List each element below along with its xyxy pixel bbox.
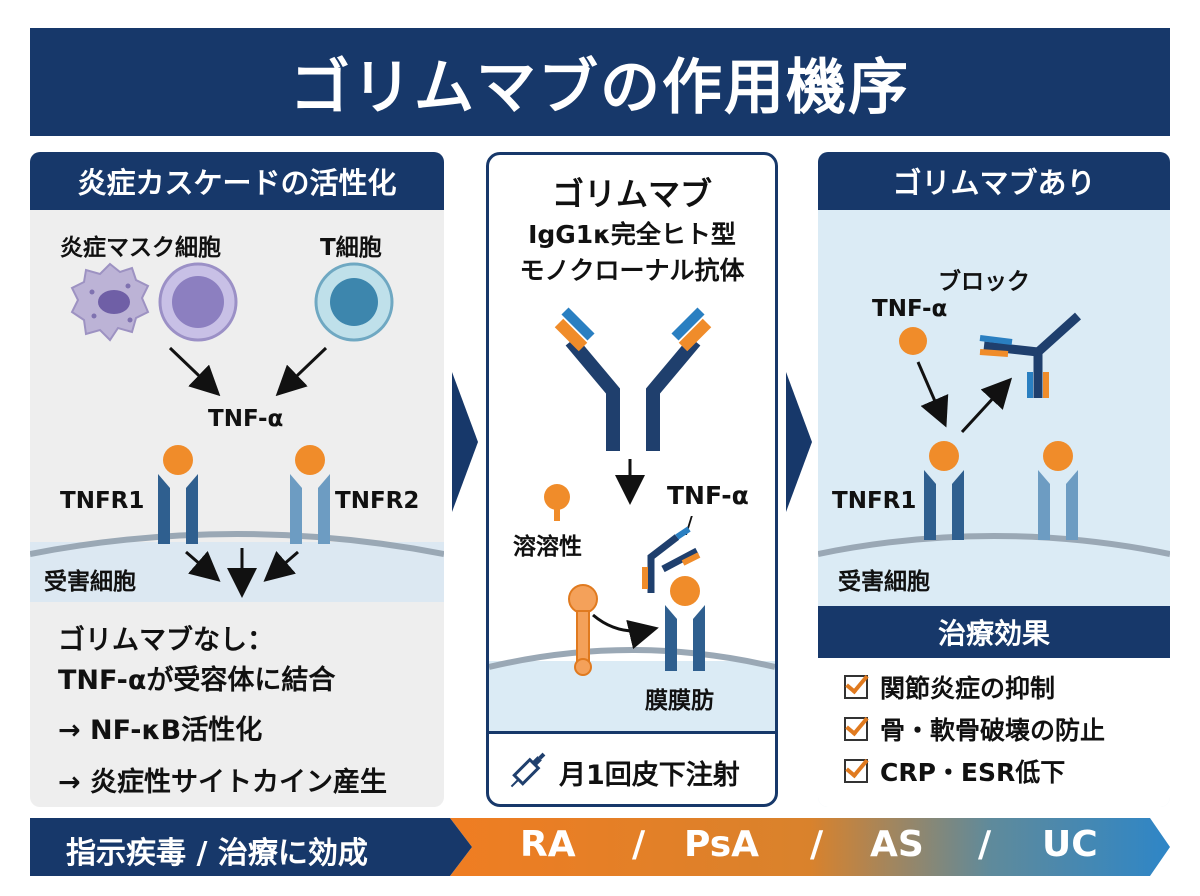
tnf-alpha-label: TNF-α bbox=[667, 481, 749, 510]
tnfr1-receptor-icon bbox=[924, 441, 964, 540]
tnf-binding-text: TNF-αが受容体に結合 bbox=[58, 665, 336, 696]
disease-as: AS bbox=[870, 824, 924, 865]
tnf-alpha-label: TNF-α bbox=[872, 296, 948, 322]
injection-label: 月1回皮下注射 bbox=[559, 760, 740, 791]
disease-ra: RA bbox=[520, 824, 576, 865]
antibody-icon bbox=[554, 307, 712, 451]
curved-arrow-icon bbox=[592, 613, 659, 650]
separator: / bbox=[978, 824, 992, 865]
mast-cell-label: 炎症マスク細胞 bbox=[60, 235, 221, 261]
without-golimumab-text: ゴリムマブなし： bbox=[58, 625, 274, 656]
effects-list-bg bbox=[818, 658, 1170, 807]
antibody-type-line1: IgG1κ完全ヒト型 bbox=[528, 220, 736, 249]
right-panel-header: ゴリムマブあり bbox=[818, 152, 1170, 210]
down-arrow-icon bbox=[615, 459, 645, 505]
disease-psa: PsA bbox=[684, 824, 760, 865]
soluble-tnf-icon bbox=[544, 484, 570, 521]
cytokine-text: → 炎症性サイトカイン産生 bbox=[58, 767, 388, 798]
target-cell-area bbox=[818, 542, 1170, 604]
flow-arrow-icon bbox=[786, 372, 812, 512]
tnfr1-receptor-icon bbox=[158, 445, 198, 544]
disease-uc: UC bbox=[1042, 824, 1098, 865]
golimumab-panel: ゴリムマブ IgG1κ完全ヒト型 モノクローナル抗体 溶溶性 TNF-α / bbox=[486, 152, 778, 807]
tnfr2-receptor-icon bbox=[290, 445, 330, 544]
nfkb-text: → NF-κB活性化 bbox=[58, 715, 263, 746]
tnfr1-label: TNFR1 bbox=[832, 488, 917, 514]
bound-antibody-icon bbox=[642, 526, 701, 593]
arrows-icon bbox=[916, 361, 1013, 434]
page-title: ゴリムマブの作用機序 bbox=[290, 52, 910, 123]
checkbox-icon bbox=[844, 717, 868, 741]
syringe-icon bbox=[510, 752, 546, 788]
effect-text: 骨・軟骨破壊の防止 bbox=[880, 716, 1106, 745]
left-panel-header: 炎症カスケードの活性化 bbox=[30, 152, 444, 210]
signal-arrows-icon bbox=[185, 548, 299, 598]
free-tnf-icon bbox=[899, 327, 927, 355]
arrow-icon bbox=[168, 346, 328, 397]
antibody-type-line2: モノクローナル抗体 bbox=[519, 256, 745, 285]
t-cell-icon bbox=[314, 262, 394, 342]
tnf-alpha-label: TNF-α bbox=[208, 406, 284, 432]
immune-cell-icon bbox=[158, 262, 238, 342]
soluble-label: 溶溶性 bbox=[513, 534, 582, 560]
effect-item: 骨・軟骨破壊の防止 bbox=[844, 708, 1105, 750]
separator: / bbox=[810, 824, 824, 865]
tnfr2-label: TNFR2 bbox=[335, 488, 420, 514]
mast-cell-icon bbox=[70, 262, 150, 342]
separator: / bbox=[632, 824, 646, 865]
effects-list: 関節炎症の抑制 骨・軟骨破壊の防止 CRP・ESR低下 bbox=[844, 666, 1105, 792]
effect-item: 関節炎症の抑制 bbox=[844, 666, 1105, 708]
indications-footer bbox=[30, 818, 1170, 876]
inflammation-cascade-panel: 炎症カスケードの活性化 炎症マスク細胞 T細胞 TNF-α TNFR1 bbox=[30, 152, 444, 807]
indication-label: 指示疾毒 / 治療に効成 bbox=[66, 836, 368, 871]
tnfr2-receptor-icon bbox=[1038, 441, 1078, 540]
membrane-tnf-icon bbox=[568, 584, 598, 676]
slash-mark: / bbox=[685, 513, 693, 539]
tnfr1-label: TNFR1 bbox=[60, 488, 145, 514]
effect-text: CRP・ESR低下 bbox=[880, 758, 1066, 787]
left-membrane bbox=[30, 531, 444, 557]
target-cell-label: 受害細胞 bbox=[838, 569, 930, 595]
receptor-icon bbox=[665, 576, 705, 671]
with-golimumab-panel: ゴリムマブあり ブロック TNF-α TNFR1 受害細胞 治療効果 関節炎症の… bbox=[818, 152, 1170, 807]
title-banner: ゴリムマブの作用機序 bbox=[30, 28, 1170, 136]
blocking-antibody-icon bbox=[979, 312, 1082, 398]
block-label: ブロック bbox=[938, 269, 1030, 295]
checkbox-icon bbox=[844, 759, 868, 783]
t-cell-label: T細胞 bbox=[320, 235, 382, 261]
middle-membrane bbox=[489, 647, 775, 670]
membrane-label: 膜膜肪 bbox=[645, 688, 714, 714]
effects-header: 治療効果 bbox=[818, 606, 1170, 658]
right-membrane bbox=[818, 533, 1170, 557]
checkbox-icon bbox=[844, 675, 868, 699]
flow-arrow-icon bbox=[452, 372, 478, 512]
membrane-area bbox=[489, 661, 775, 731]
effect-text: 関節炎症の抑制 bbox=[880, 674, 1056, 703]
golimumab-title: ゴリムマブ bbox=[551, 175, 712, 213]
divider bbox=[489, 731, 775, 734]
effect-item: CRP・ESR低下 bbox=[844, 750, 1105, 792]
target-cell-label: 受害細胞 bbox=[44, 569, 136, 595]
